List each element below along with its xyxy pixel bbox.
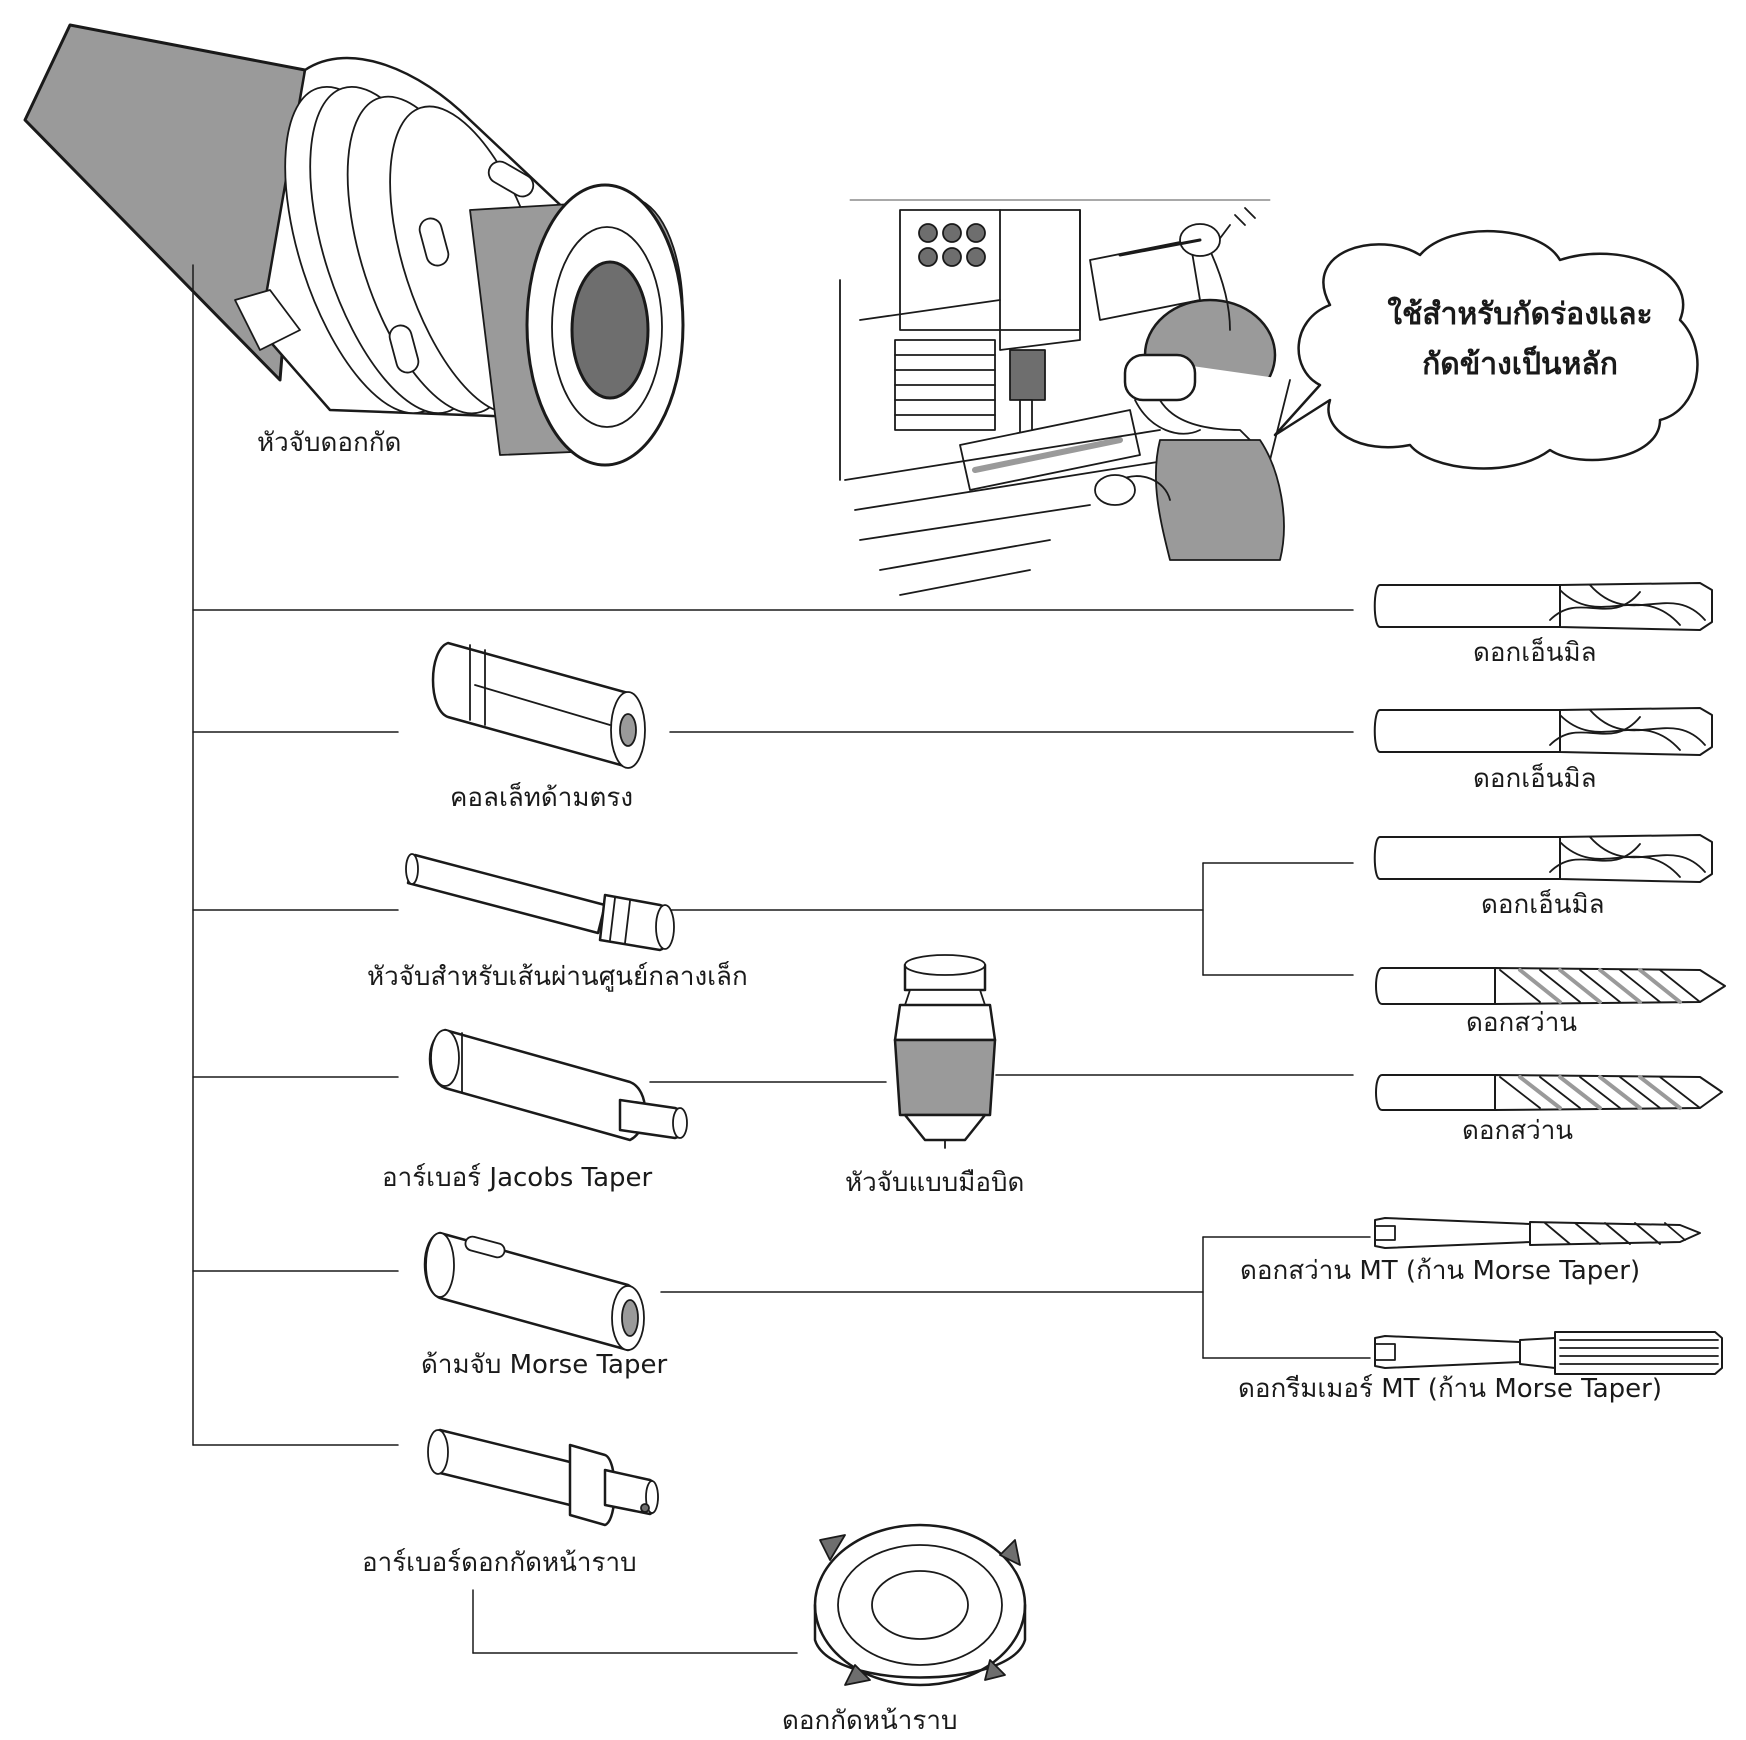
speech-bubble-text: ใช้สำหรับกัดร่องและ กัดข้างเป็นหลัก bbox=[1330, 290, 1710, 390]
mt-reamer-illustration bbox=[1374, 1331, 1723, 1375]
morse-taper-holder-label: ด้ามจับ Morse Taper bbox=[421, 1350, 668, 1380]
straight-collet-illustration bbox=[431, 641, 646, 769]
face-mill-arbor-label: อาร์เบอร์ดอกกัดหน้าราบ bbox=[362, 1548, 637, 1578]
end-mill-1-illustration bbox=[1373, 582, 1713, 631]
face-mill-illustration bbox=[813, 1523, 1027, 1687]
end-mill-1-label: ดอกเอ็นมิล bbox=[1473, 638, 1597, 668]
morse-taper-holder-illustration bbox=[423, 1231, 645, 1352]
mt-drill-label: ดอกสว่าน MT (ก้าน Morse Taper) bbox=[1240, 1256, 1641, 1286]
drill-1-label: ดอกสว่าน bbox=[1466, 1008, 1578, 1038]
jacobs-taper-arbor-label: อาร์เบอร์ Jacobs Taper bbox=[382, 1163, 653, 1193]
speech-bubble-line-2: กัดข้างเป็นหลัก bbox=[1422, 347, 1618, 382]
face-mill-label: ดอกกัดหน้าราบ bbox=[782, 1706, 958, 1736]
drill-2-label: ดอกสว่าน bbox=[1462, 1116, 1574, 1146]
small-diameter-holder-label: หัวจับสำหรับเส้นผ่านศูนย์กลางเล็ก bbox=[367, 962, 748, 992]
small-diameter-holder-illustration bbox=[405, 853, 675, 952]
end-mill-2-illustration bbox=[1373, 707, 1713, 756]
milling-chuck-label: หัวจับดอกกัด bbox=[257, 428, 402, 458]
straight-collet-label: คอลเล็ทด้ามตรง bbox=[450, 783, 634, 813]
mt-drill-illustration bbox=[1374, 1217, 1701, 1249]
drill-2-illustration bbox=[1375, 1074, 1723, 1111]
machine-operator-illustration bbox=[839, 199, 1291, 596]
connector-lines bbox=[192, 264, 1371, 1654]
face-mill-arbor-illustration bbox=[427, 1428, 659, 1527]
speech-bubble-line-1: ใช้สำหรับกัดร่องและ bbox=[1387, 297, 1653, 332]
milling-chuck-illustration bbox=[23, 23, 685, 467]
end-mill-2-label: ดอกเอ็นมิล bbox=[1473, 764, 1597, 794]
mt-reamer-label: ดอกรีมเมอร์ MT (ก้าน Morse Taper) bbox=[1238, 1374, 1662, 1404]
keyed-chuck-label: หัวจับแบบมือบิด bbox=[845, 1168, 1025, 1198]
keyed-chuck-illustration bbox=[893, 954, 997, 1149]
end-mill-3-illustration bbox=[1373, 834, 1713, 883]
jacobs-taper-arbor-illustration bbox=[428, 1028, 688, 1142]
drill-1-illustration bbox=[1375, 967, 1726, 1005]
end-mill-3-label: ดอกเอ็นมิล bbox=[1481, 890, 1605, 920]
speech-bubble bbox=[1273, 230, 1699, 470]
